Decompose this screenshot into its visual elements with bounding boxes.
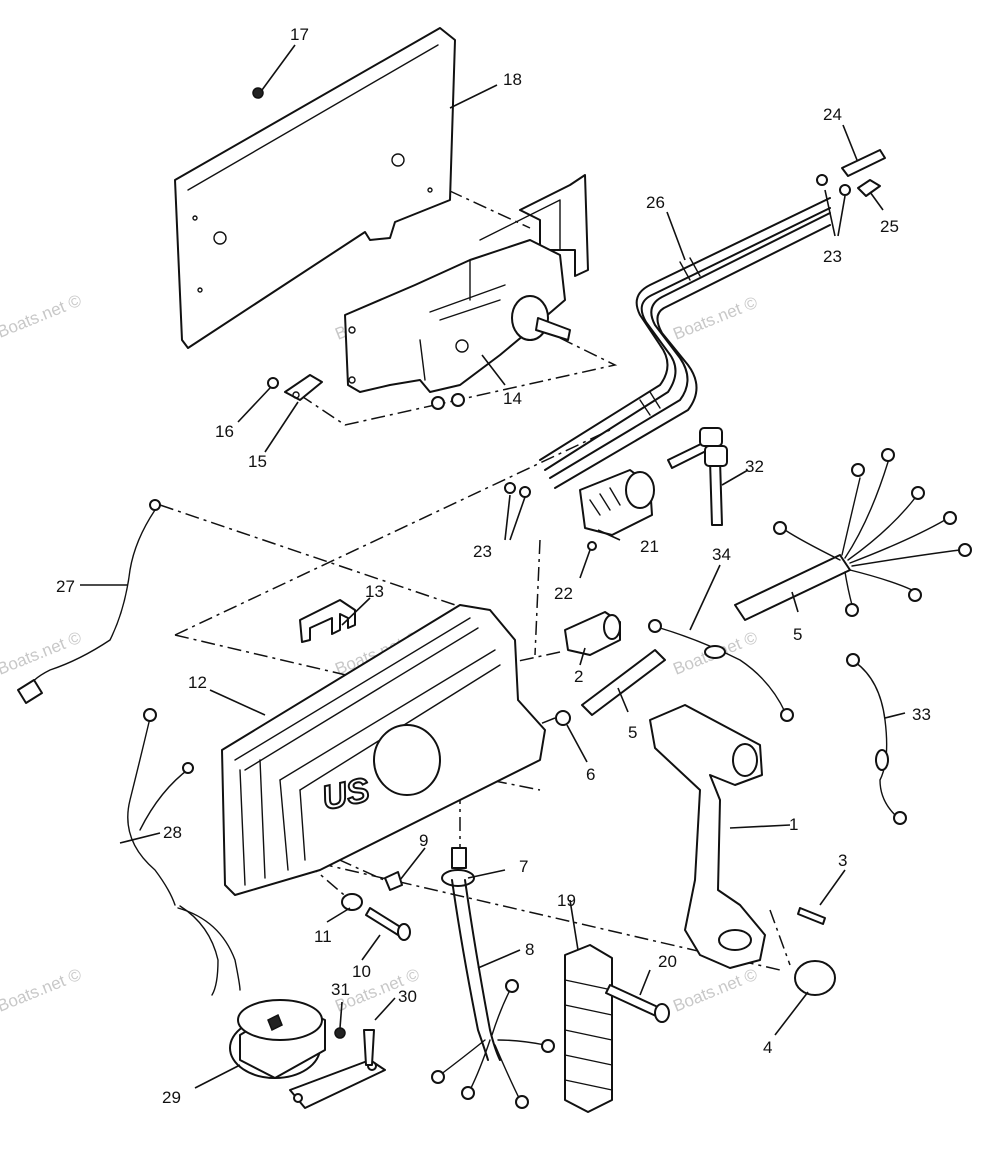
callout-29: 29 bbox=[162, 1088, 181, 1107]
screw-30 bbox=[363, 1029, 375, 1066]
keys-32 bbox=[667, 427, 728, 526]
lead-28 bbox=[127, 708, 241, 996]
watermark: Boats.net © bbox=[0, 965, 85, 1016]
nuts-23-upper bbox=[816, 174, 851, 196]
washer-11 bbox=[341, 893, 363, 911]
callout-33: 33 bbox=[912, 705, 931, 724]
leader-lines bbox=[80, 44, 906, 1089]
watermark: Boats.net © bbox=[670, 965, 760, 1016]
nut-31 bbox=[334, 1027, 346, 1039]
callout-32: 32 bbox=[745, 457, 764, 476]
pin-24 bbox=[841, 149, 886, 177]
switch-2 bbox=[564, 611, 621, 656]
callout-17: 17 bbox=[290, 25, 309, 44]
callout-27: 27 bbox=[56, 577, 75, 596]
callouts: 1 2 3 4 5 5 6 7 8 9 10 11 12 13 14 15 16… bbox=[56, 25, 931, 1107]
callout-7: 7 bbox=[519, 857, 528, 876]
grommet-6 bbox=[555, 710, 571, 726]
callout-12: 12 bbox=[188, 673, 207, 692]
callout-5b: 5 bbox=[793, 625, 802, 644]
handle-1 bbox=[649, 704, 766, 969]
pin-3 bbox=[797, 907, 826, 925]
terminal-block-19 bbox=[564, 944, 613, 1113]
callout-5a: 5 bbox=[628, 723, 637, 742]
harness-8 bbox=[431, 847, 555, 1109]
callout-34: 34 bbox=[712, 545, 731, 564]
ignition-switch bbox=[579, 469, 655, 536]
horn-29 bbox=[229, 999, 386, 1109]
control-cables bbox=[539, 197, 831, 489]
callout-22: 22 bbox=[554, 584, 573, 603]
pin-25 bbox=[857, 179, 881, 197]
control-mechanism bbox=[344, 174, 589, 410]
callout-8: 8 bbox=[525, 940, 534, 959]
callout-25: 25 bbox=[880, 217, 899, 236]
wire-harness bbox=[773, 448, 972, 617]
watermark: Boats.net © bbox=[0, 291, 85, 342]
nut-16 bbox=[267, 377, 279, 389]
callout-11: 11 bbox=[314, 927, 332, 946]
mounting-plate bbox=[174, 27, 456, 349]
callout-31: 31 bbox=[331, 980, 350, 999]
callout-14: 14 bbox=[503, 389, 522, 408]
knob-4 bbox=[794, 960, 836, 996]
callout-10: 10 bbox=[352, 962, 371, 981]
callout-9: 9 bbox=[419, 831, 428, 850]
callout-18: 18 bbox=[503, 70, 522, 89]
callout-15: 15 bbox=[248, 452, 267, 471]
cam-15 bbox=[284, 374, 323, 401]
callout-6: 6 bbox=[586, 765, 595, 784]
callout-1: 1 bbox=[789, 815, 798, 834]
callout-23b: 23 bbox=[473, 542, 492, 561]
lead-34 bbox=[648, 619, 794, 722]
callout-13: 13 bbox=[365, 582, 384, 601]
callout-3: 3 bbox=[838, 851, 847, 870]
bolt-20 bbox=[605, 984, 670, 1023]
callout-19: 19 bbox=[557, 891, 576, 910]
callout-2: 2 bbox=[574, 667, 583, 686]
callout-21: 21 bbox=[640, 537, 659, 556]
watermark: Boats.net © bbox=[670, 293, 760, 344]
screw-17 bbox=[252, 87, 264, 99]
bolt-10 bbox=[365, 907, 411, 941]
lead-27 bbox=[17, 499, 161, 704]
lead-33 bbox=[846, 653, 907, 825]
callout-30: 30 bbox=[398, 987, 417, 1006]
callout-16: 16 bbox=[215, 422, 234, 441]
sleeve-5-right bbox=[734, 554, 851, 621]
nuts-23-lower bbox=[504, 482, 531, 498]
control-housing: US bbox=[221, 604, 546, 896]
sleeve-5-left bbox=[581, 649, 666, 716]
callout-4: 4 bbox=[763, 1038, 772, 1057]
part-22 bbox=[587, 541, 597, 551]
screw-9 bbox=[384, 871, 403, 891]
callout-28: 28 bbox=[163, 823, 182, 842]
assembly-lines bbox=[159, 167, 791, 971]
callout-23a: 23 bbox=[823, 247, 842, 266]
callout-26: 26 bbox=[646, 193, 665, 212]
watermark: Boats.net © bbox=[0, 628, 85, 679]
callout-20: 20 bbox=[658, 952, 677, 971]
callout-24: 24 bbox=[823, 105, 842, 124]
